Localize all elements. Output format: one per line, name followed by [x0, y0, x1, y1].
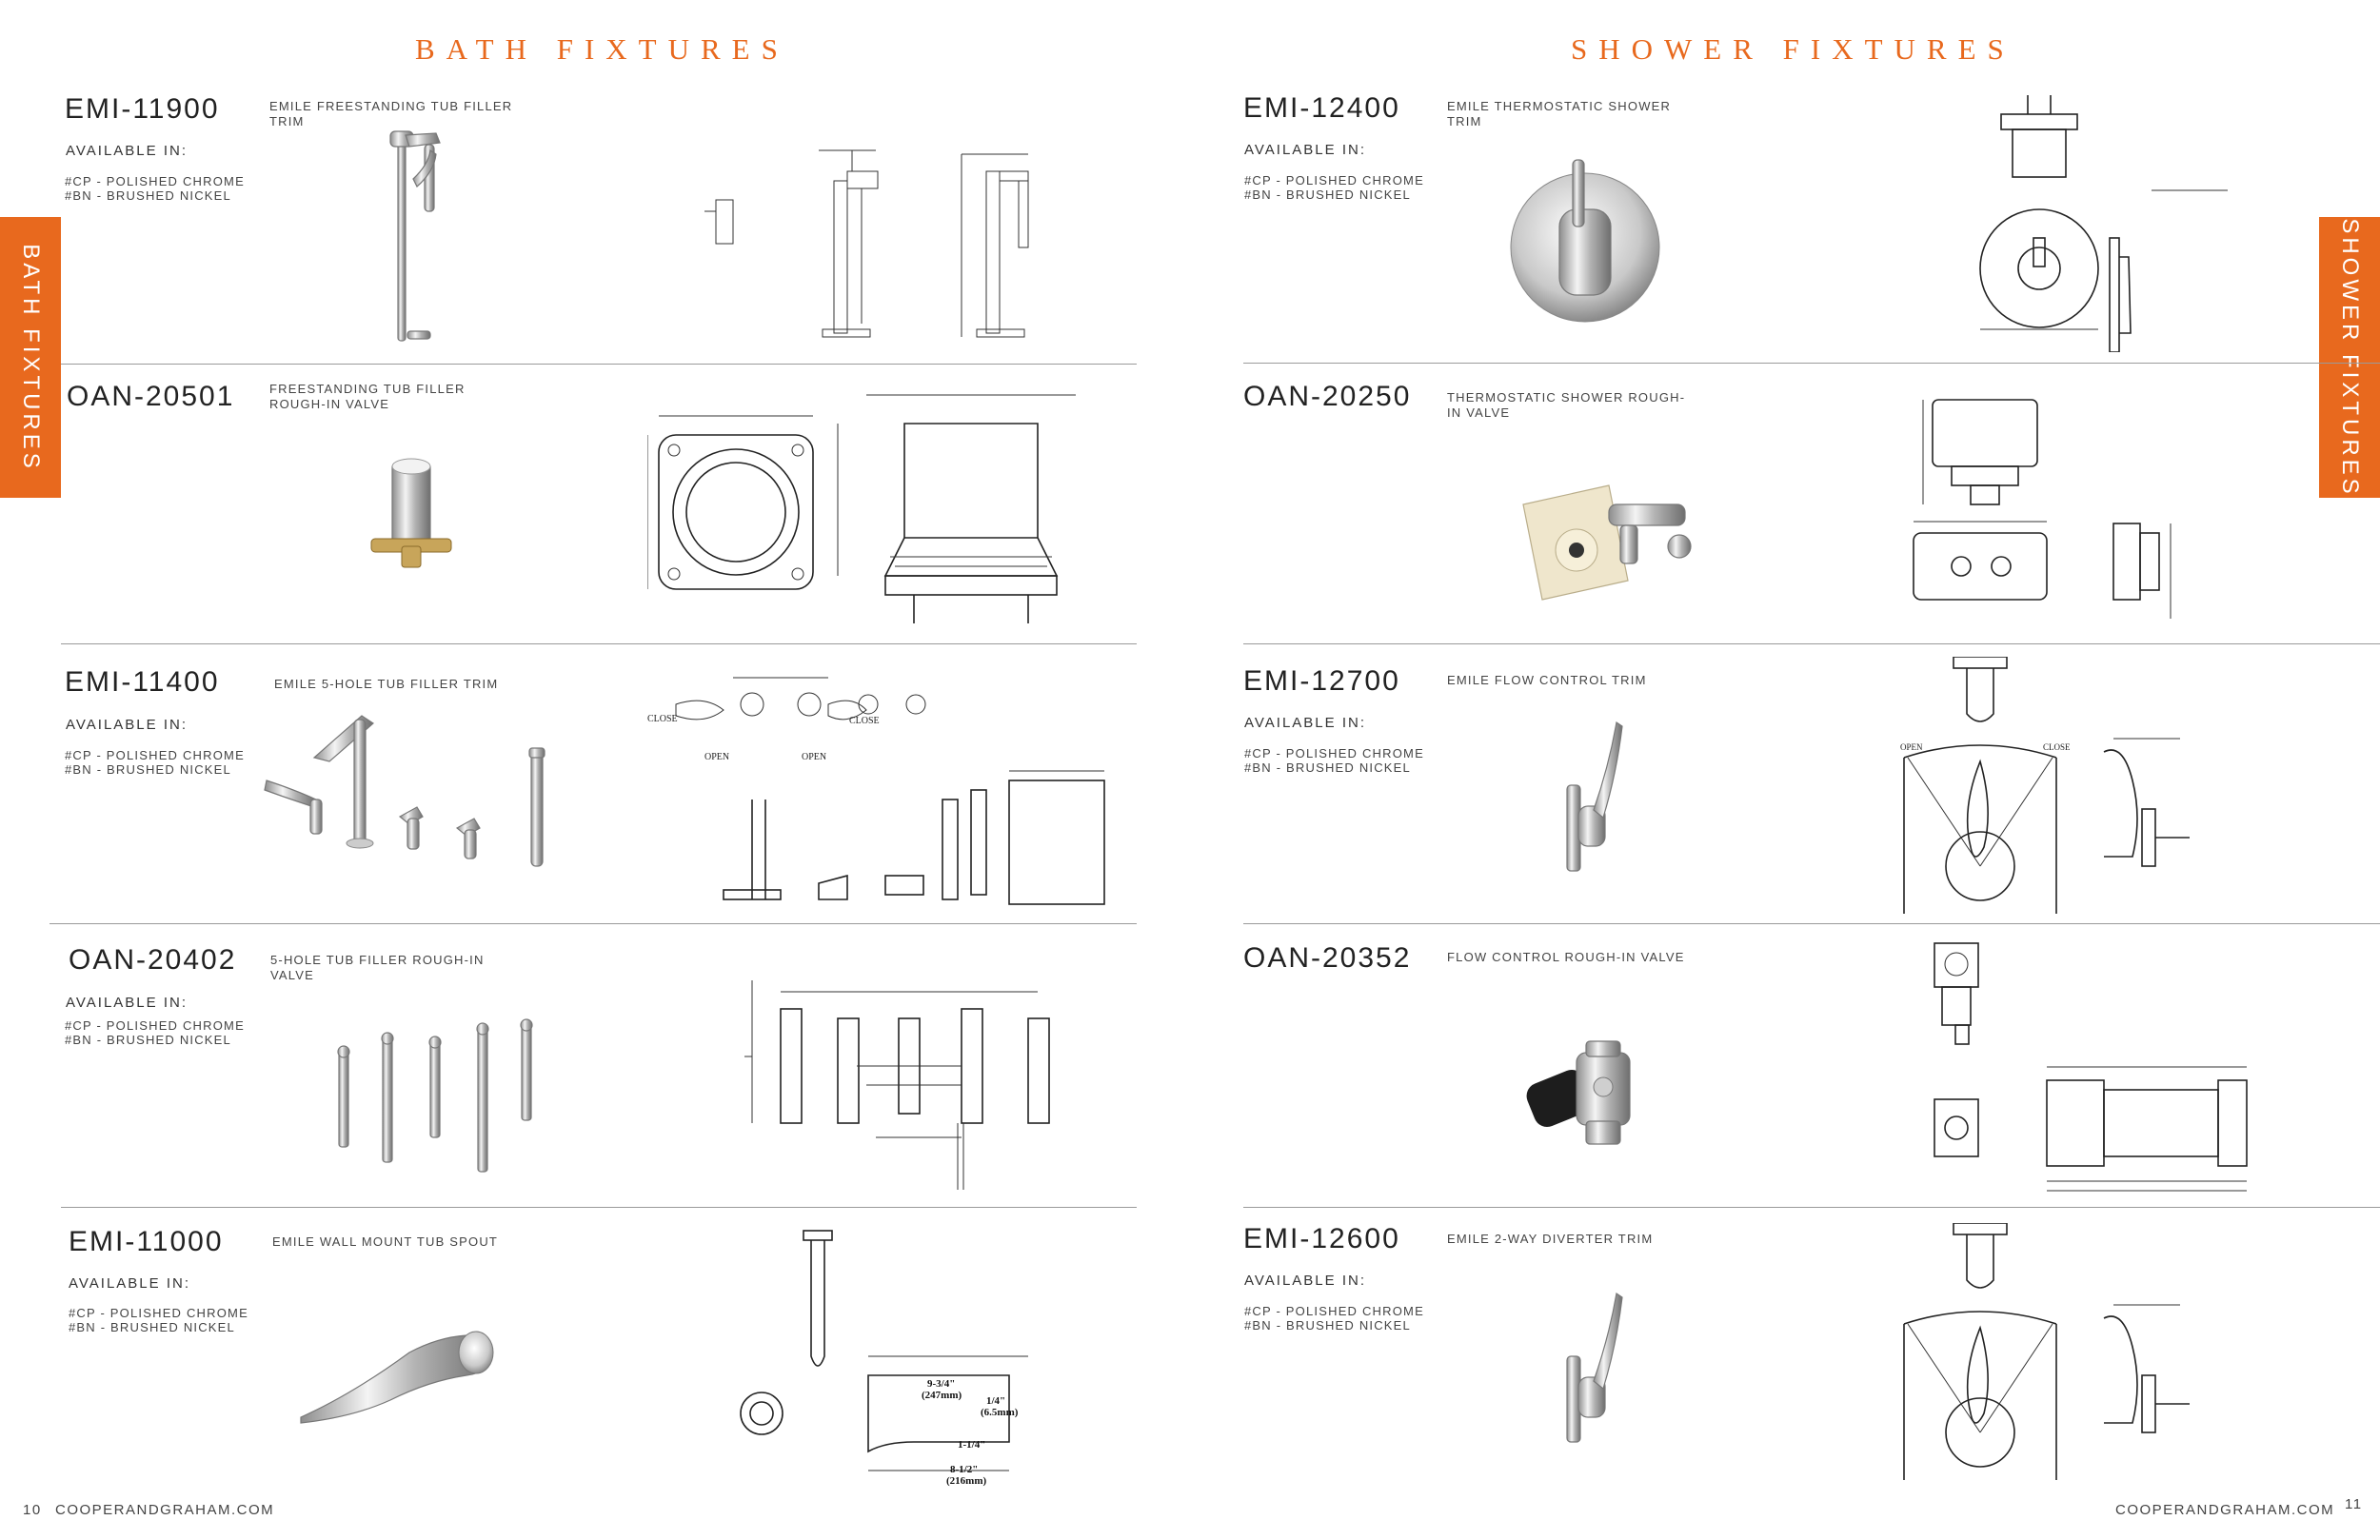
row-divider [61, 364, 1137, 365]
close-label: CLOSE [849, 716, 880, 726]
thermostatic-rough-in-photo [1522, 484, 1692, 601]
dim-label: (247mm) [922, 1390, 962, 1401]
product-code: OAN-20402 [69, 944, 237, 976]
finish-nickel: #BN - BRUSHED NICKEL [1244, 1318, 1411, 1333]
page-title-bath: BATH FIXTURES [415, 32, 789, 66]
product-description: EMILE WALL MOUNT TUB SPOUT [272, 1234, 499, 1249]
row-divider [1243, 363, 2380, 364]
dim-label: 1-1/4" [958, 1439, 985, 1451]
finish-nickel: #BN - BRUSHED NICKEL [1244, 760, 1411, 775]
product-code: EMI-12700 [1243, 665, 1400, 697]
dim-label: (216mm) [946, 1475, 986, 1487]
flow-control-photo [1566, 721, 1623, 872]
5-hole-filler-drawing: CLOSE OPEN OPEN CLOSE [647, 677, 1105, 905]
finish-chrome: #CP - POLISHED CHROME [69, 1306, 248, 1320]
tub-spout-photo [300, 1331, 494, 1424]
product-code: EMI-12400 [1243, 92, 1400, 124]
product-description: EMILE 2-WAY DIVERTER TRIM [1447, 1232, 1654, 1246]
available-label: AVAILABLE IN: [1244, 142, 1366, 158]
dim-label: (6.5mm) [981, 1407, 1019, 1418]
available-label: AVAILABLE IN: [1244, 715, 1366, 731]
open-label: OPEN [802, 752, 826, 762]
product-description: EMILE 5-HOLE TUB FILLER TRIM [274, 677, 499, 691]
5-hole-rough-in-photo [337, 1018, 533, 1173]
footer-site-link[interactable]: COOPERANDGRAHAM.COM [55, 1502, 275, 1518]
dim-label: 1/4" [986, 1395, 1005, 1407]
finish-chrome: #CP - POLISHED CHROME [1244, 1304, 1424, 1318]
flow-control-drawing: OPEN CLOSE [1900, 657, 2190, 914]
finish-nickel: #BN - BRUSHED NICKEL [69, 1320, 235, 1334]
available-label: AVAILABLE IN: [1244, 1273, 1366, 1289]
diverter-drawing [1903, 1223, 2190, 1480]
page-number: 11 [2345, 1496, 2363, 1512]
product-code: EMI-12600 [1243, 1223, 1400, 1254]
available-label: AVAILABLE IN: [69, 1275, 190, 1292]
5-hole-filler-photo [264, 715, 545, 867]
open-label: OPEN [1900, 742, 1923, 752]
row-divider [61, 643, 1137, 644]
finish-nickel: #BN - BRUSHED NICKEL [65, 1033, 231, 1047]
row-divider [1243, 1207, 2380, 1208]
5-hole-rough-in-drawing [744, 980, 1050, 1190]
finish-nickel: #BN - BRUSHED NICKEL [65, 762, 231, 777]
thermostatic-trim-drawing [1979, 95, 2228, 352]
side-tab-bath[interactable]: BATH FIXTURES [0, 217, 61, 498]
flow-rough-in-photo [1526, 1040, 1631, 1145]
flow-rough-in-drawing [1934, 942, 2248, 1192]
product-code: OAN-20501 [67, 381, 235, 412]
page-title-shower: SHOWER FIXTURES [1571, 32, 2015, 66]
product-description: FREESTANDING TUB FILLER ROUGH-IN VALVE [269, 382, 466, 411]
close-label: CLOSE [647, 714, 678, 724]
finish-nickel: #BN - BRUSHED NICKEL [1244, 188, 1411, 202]
finish-chrome: #CP - POLISHED CHROME [1244, 746, 1424, 760]
product-description: 5-HOLE TUB FILLER ROUGH-IN VALVE [270, 953, 485, 982]
page-number: 10 [23, 1502, 42, 1518]
product-description: FLOW CONTROL ROUGH-IN VALVE [1447, 950, 1685, 964]
product-code: OAN-20250 [1243, 381, 1412, 412]
finish-nickel: #BN - BRUSHED NICKEL [65, 188, 231, 203]
side-tab-label: BATH FIXTURES [18, 243, 44, 472]
rough-in-valve-photo [370, 458, 452, 568]
product-code: EMI-11000 [69, 1226, 224, 1257]
finish-chrome: #CP - POLISHED CHROME [65, 1018, 245, 1033]
side-tab-shower[interactable]: SHOWER FIXTURES [2319, 217, 2380, 498]
row-divider [1243, 643, 2380, 644]
available-label: AVAILABLE IN: [66, 717, 188, 733]
rough-in-valve-drawing [647, 394, 1076, 623]
right-page: SHOWER FIXTURES SHOWER FIXTURES EMI-1240… [1190, 0, 2380, 1540]
footer-site-link[interactable]: COOPERANDGRAHAM.COM [2115, 1502, 2335, 1518]
finish-chrome: #CP - POLISHED CHROME [1244, 173, 1424, 188]
product-code: OAN-20352 [1243, 942, 1412, 974]
row-divider [50, 923, 1137, 924]
dim-label: 8-1/2" [950, 1464, 978, 1475]
tub-spout-drawing: 9-3/4" (247mm) 1/4" (6.5mm) 1-1/4" 8-1/2… [740, 1230, 1028, 1487]
available-label: AVAILABLE IN: [66, 995, 188, 1011]
row-divider [61, 1207, 1137, 1208]
thermostatic-trim-photo [1510, 159, 1660, 323]
product-description: THERMOSTATIC SHOWER ROUGH-IN VALVE [1447, 390, 1686, 420]
product-description: EMILE FREESTANDING TUB FILLER TRIM [269, 99, 513, 128]
product-description: EMILE FLOW CONTROL TRIM [1447, 673, 1647, 687]
available-label: AVAILABLE IN: [66, 143, 188, 159]
close-label: CLOSE [2043, 742, 2071, 752]
left-page: BATH FIXTURES BATH FIXTURES EMI-11900 EM… [0, 32, 1137, 1518]
tub-filler-drawing [704, 149, 1029, 338]
row-divider [1243, 923, 2380, 924]
product-code: EMI-11900 [65, 93, 220, 125]
side-tab-label: SHOWER FIXTURES [2337, 217, 2363, 498]
thermostatic-rough-in-drawing [1913, 399, 2172, 619]
diverter-photo [1566, 1292, 1623, 1443]
product-code: EMI-11400 [65, 666, 220, 698]
product-description: EMILE THERMOSTATIC SHOWER TRIM [1447, 99, 1672, 128]
finish-chrome: #CP - POLISHED CHROME [65, 174, 245, 188]
dim-label: 9-3/4" [927, 1378, 955, 1390]
tub-filler-photo [389, 130, 441, 342]
finish-chrome: #CP - POLISHED CHROME [65, 748, 245, 762]
open-label: OPEN [704, 752, 729, 762]
